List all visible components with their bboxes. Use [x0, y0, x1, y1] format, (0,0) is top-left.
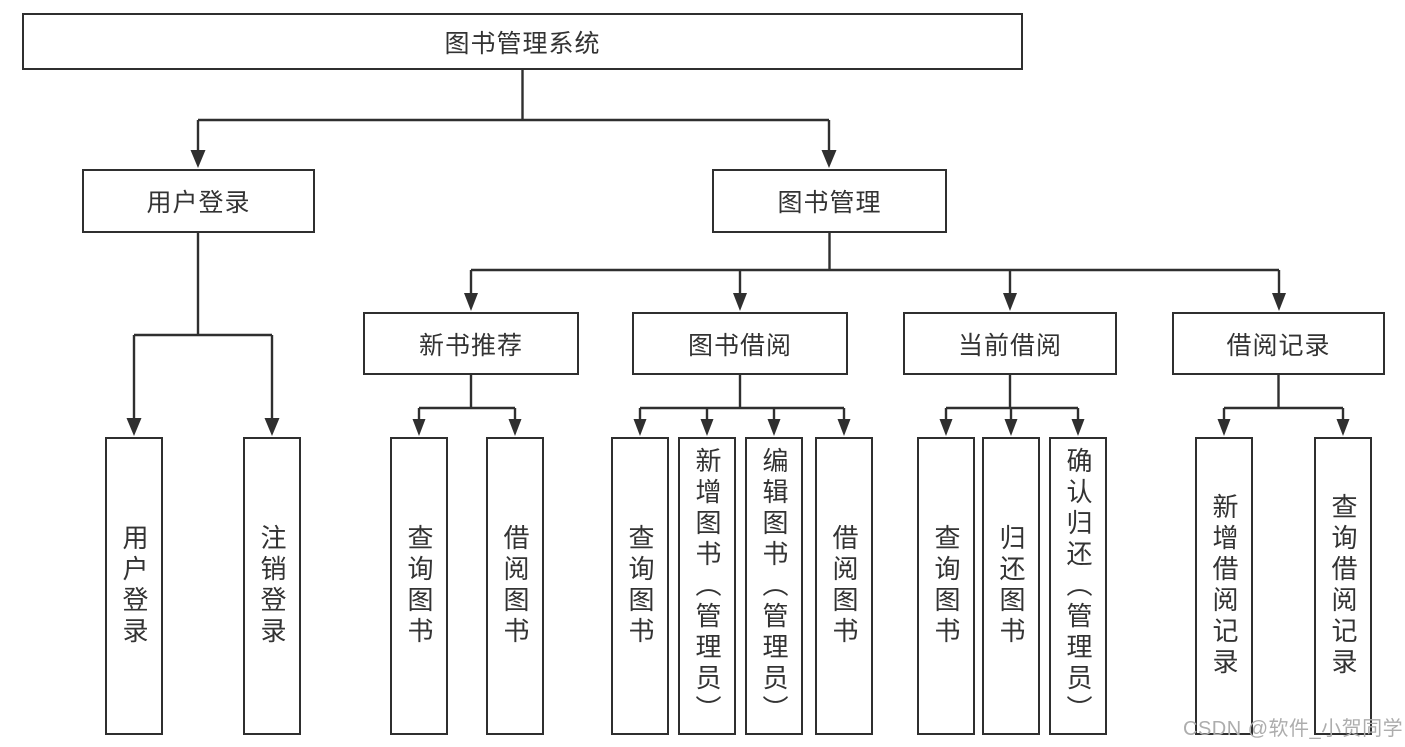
leaf-records-query-record-label: 查询借阅记录: [1328, 493, 1358, 679]
connector-book-management: [464, 233, 1286, 311]
node-user-login: 用户登录: [82, 169, 315, 233]
leaf-borrow-borrow-books: 借阅图书: [815, 437, 873, 735]
connector-root: [190, 69, 837, 168]
connector-new-book-recommend: [412, 375, 522, 436]
leaf-borrow-add-books-admin: 新增图书（管理员）: [678, 437, 736, 735]
leaf-recommend-query-books: 查询图书: [390, 437, 448, 735]
node-root: 图书管理系统: [22, 13, 1023, 70]
node-book-borrow: 图书借阅: [632, 312, 848, 375]
leaf-logout-login: 注销登录: [243, 437, 301, 735]
csdn-watermark: CSDN @软件_小贺同学: [1183, 718, 1404, 740]
connector-current-borrow: [939, 375, 1085, 436]
leaf-current-return-books-label: 归还图书: [996, 524, 1026, 648]
leaf-borrow-borrow-books-label: 借阅图书: [829, 524, 859, 648]
node-borrow-records: 借阅记录: [1172, 312, 1385, 375]
leaf-current-confirm-return-admin-label: 确认归还（管理员）: [1063, 446, 1093, 726]
connector-borrow-records: [1217, 375, 1350, 436]
leaf-recommend-query-books-label: 查询图书: [404, 524, 434, 648]
leaf-borrow-query-books-label: 查询图书: [625, 524, 655, 648]
leaf-records-add-record-label: 新增借阅记录: [1209, 493, 1239, 679]
leaf-recommend-borrow-books-label: 借阅图书: [500, 524, 530, 648]
node-book-management-label: 图书管理: [777, 189, 882, 217]
leaf-current-confirm-return-admin: 确认归还（管理员）: [1049, 437, 1107, 735]
node-book-borrow-label: 图书借阅: [687, 331, 792, 360]
leaf-borrow-add-books-admin-label: 新增图书（管理员）: [692, 446, 722, 726]
leaf-current-query-books-label: 查询图书: [931, 524, 961, 648]
leaf-recommend-borrow-books: 借阅图书: [486, 437, 544, 735]
node-current-borrow: 当前借阅: [903, 312, 1117, 375]
node-new-book-recommend-label: 新书推荐: [418, 331, 523, 360]
node-root-label: 图书管理系统: [444, 29, 601, 58]
leaf-borrow-edit-books-admin: 编辑图书（管理员）: [745, 437, 803, 735]
connector-user-login: [126, 233, 280, 436]
leaf-logout-login-label: 注销登录: [257, 524, 287, 648]
leaf-user-login-label: 用户登录: [119, 524, 149, 648]
node-book-management: 图书管理: [712, 169, 947, 233]
leaf-current-return-books: 归还图书: [982, 437, 1040, 735]
node-new-book-recommend: 新书推荐: [363, 312, 579, 375]
leaf-records-add-record: 新增借阅记录: [1195, 437, 1253, 735]
leaf-current-query-books: 查询图书: [917, 437, 975, 735]
leaf-user-login: 用户登录: [105, 437, 163, 735]
node-borrow-records-label: 借阅记录: [1226, 331, 1331, 360]
leaf-borrow-edit-books-admin-label: 编辑图书（管理员）: [759, 446, 789, 726]
leaf-borrow-query-books: 查询图书: [611, 437, 669, 735]
node-current-borrow-label: 当前借阅: [957, 331, 1062, 360]
connector-book-borrow: [633, 375, 851, 436]
node-user-login-label: 用户登录: [146, 189, 251, 217]
leaf-records-query-record: 查询借阅记录: [1314, 437, 1372, 735]
